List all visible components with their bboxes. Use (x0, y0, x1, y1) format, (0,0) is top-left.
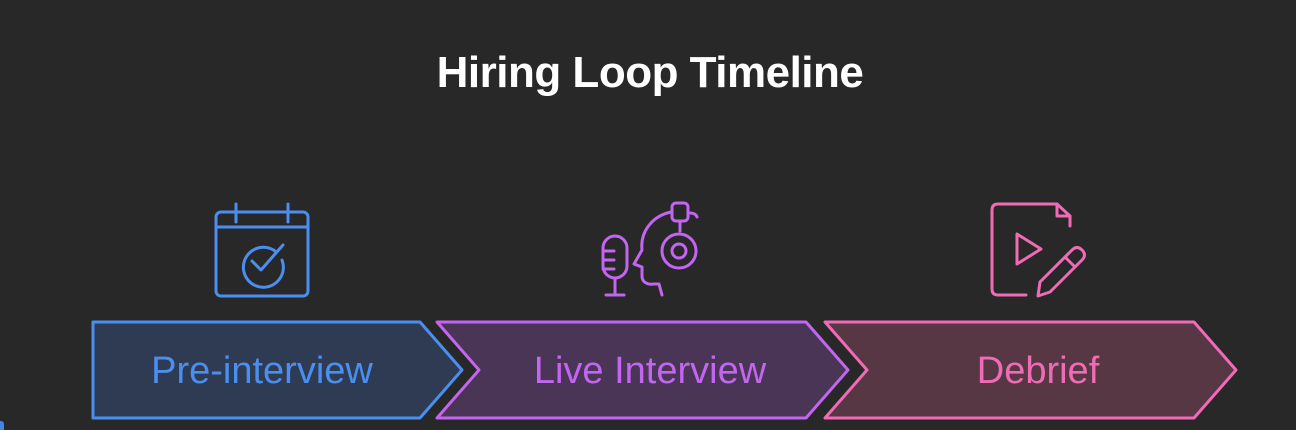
step-live-interview: Live Interview (435, 201, 850, 420)
document-play-edit-icon (990, 202, 1086, 298)
diagram-title: Hiring Loop Timeline (436, 48, 864, 97)
step-debrief-label: Debrief (977, 350, 1100, 392)
step-live-interview-arrow (435, 320, 850, 420)
step-pre-interview-arrow (91, 320, 464, 420)
step-debrief-arrow (823, 320, 1238, 420)
interviewer-headset-microphone-icon (601, 201, 699, 297)
step-debrief: Debrief (823, 202, 1238, 420)
calendar-check-icon (214, 202, 310, 298)
step-pre-interview-label: Pre-interview (151, 350, 373, 392)
step-pre-interview: Pre-interview (91, 202, 464, 420)
corner-accent-mark (0, 421, 4, 430)
step-live-interview-label: Live Interview (534, 350, 767, 392)
